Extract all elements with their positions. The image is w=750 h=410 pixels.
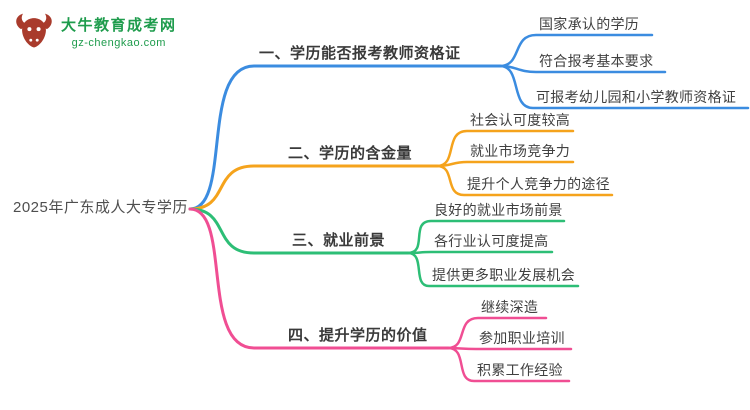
site-logo: 大牛教育成考网 gz-chengkao.com [8, 6, 185, 56]
leaf-label-2-3: 提升个人竞争力的途径 [467, 176, 610, 192]
leaf-label-4-1: 继续深造 [481, 299, 539, 315]
site-url: gz-chengkao.com [71, 36, 166, 49]
connector-leaf-1-3 [498, 64, 750, 110]
leaf-label-1-1: 国家承认的学历 [539, 16, 640, 32]
leaf-label-3-2: 各行业认可度提高 [434, 233, 549, 249]
connector-leaf-3-3 [406, 251, 580, 288]
connector-leaf-3-2 [406, 250, 554, 255]
connector-leaf-4-3 [446, 346, 571, 383]
leaf-label-1-3: 可报考幼儿园和小学教师资格证 [536, 89, 737, 105]
connector-branch-4 [188, 207, 450, 350]
branch-label-1: 一、学历能否报考教师资格证 [259, 45, 461, 62]
branch-label-3: 三、就业前景 [292, 232, 386, 249]
leaf-label-3-3: 提供更多职业发展机会 [432, 267, 575, 283]
branch-label-2: 二、学历的含金量 [288, 145, 413, 162]
leaf-label-2-1: 社会认可度较高 [470, 112, 571, 128]
connector-leaf-4-2 [446, 346, 573, 351]
connector-leaf-1-1 [498, 33, 654, 68]
connector-branch-3 [188, 207, 410, 255]
connector-branch-1 [188, 64, 502, 211]
branch-label-4: 四、提升学历的价值 [288, 327, 428, 344]
connector-leaf-2-2 [435, 160, 575, 168]
leaf-label-4-3: 积累工作经验 [477, 362, 563, 378]
logo-text: 大牛教育成考网 gz-chengkao.com [61, 14, 177, 49]
connector-leaf-2-3 [435, 164, 614, 197]
site-name: 大牛教育成考网 [61, 16, 177, 34]
leaf-label-4-2: 参加职业培训 [479, 330, 565, 346]
leaf-label-2-2: 就业市场竞争力 [470, 143, 571, 159]
leaf-label-3-1: 良好的就业市场前景 [434, 202, 563, 218]
connector-branch-2 [188, 164, 439, 211]
leaf-label-1-2: 符合报考基本要求 [539, 53, 654, 69]
central-topic: 2025年广东成人大专学历 [13, 199, 188, 216]
bull-icon [16, 13, 52, 48]
